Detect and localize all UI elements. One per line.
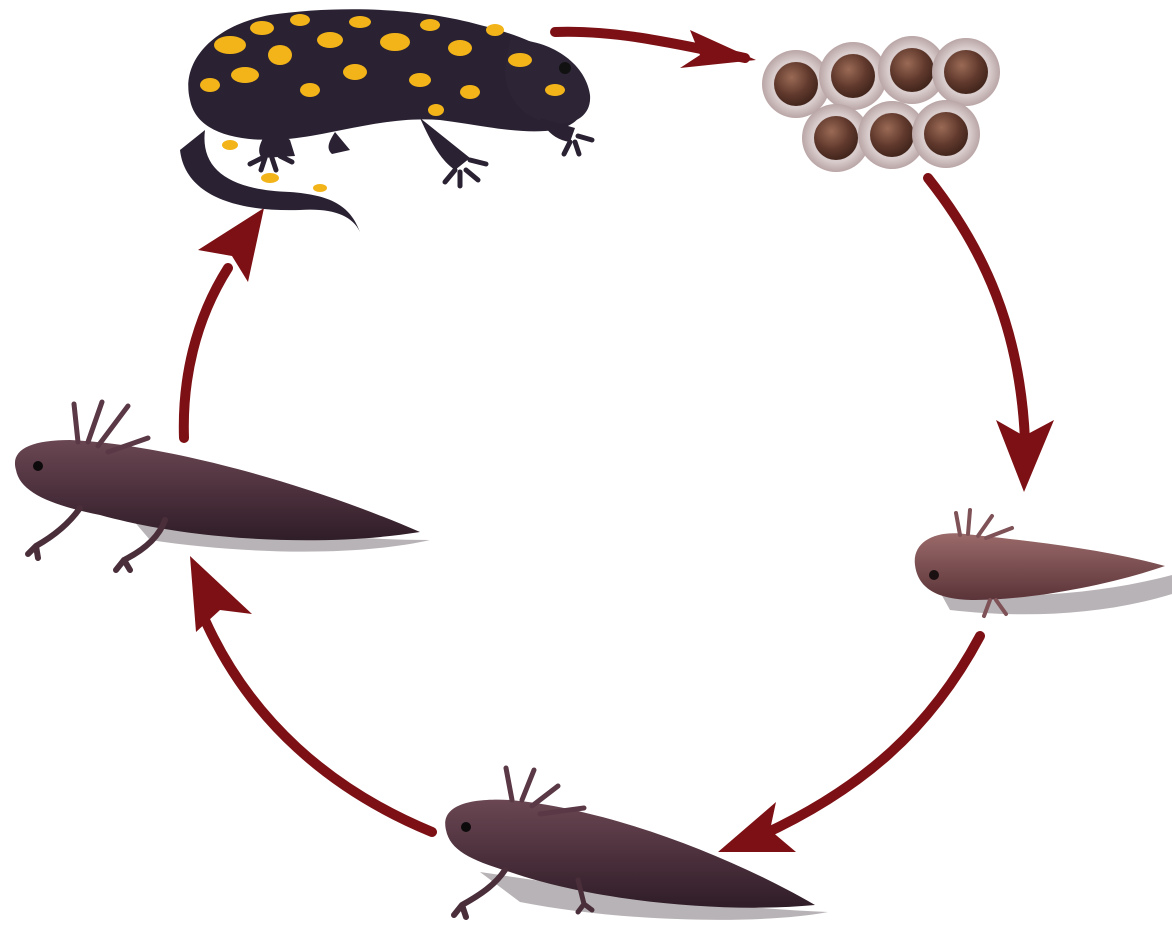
arrow-hatchling-to-larva — [760, 636, 980, 836]
adult-fire-salamander-icon — [180, 9, 592, 232]
arrow-juvenile-to-adult — [184, 268, 228, 438]
hatchling-larva-icon — [915, 510, 1172, 616]
egg-cluster-icon — [762, 36, 1000, 172]
egg — [912, 100, 980, 168]
egg — [932, 38, 1000, 106]
juvenile-with-legs-icon — [15, 402, 430, 570]
arrow-larva-to-juvenile-head — [190, 556, 252, 632]
egg — [819, 42, 887, 110]
arrow-larva-to-juvenile — [205, 620, 432, 832]
arrow-eggs-to-hatchling — [928, 178, 1025, 440]
egg — [762, 50, 830, 118]
